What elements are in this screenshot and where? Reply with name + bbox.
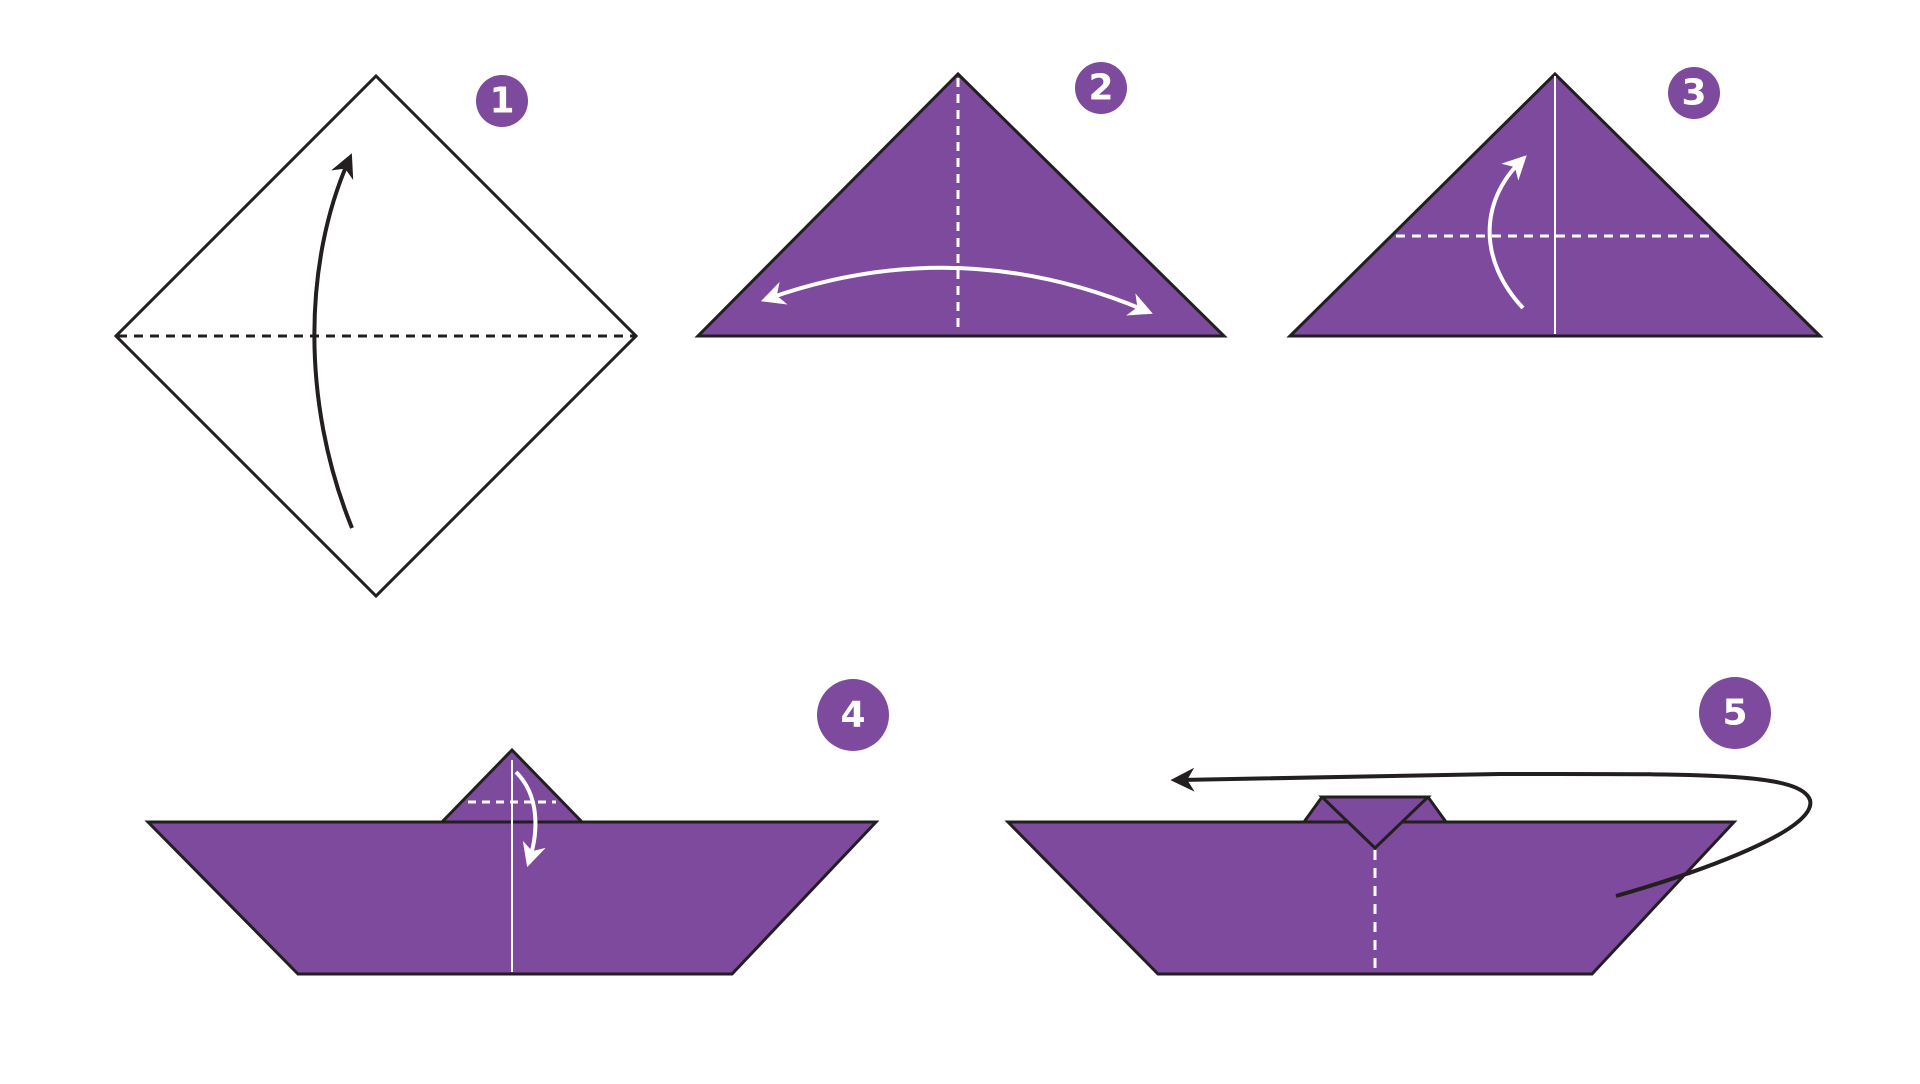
step-2: 2 bbox=[694, 62, 1228, 338]
step-3: 3 bbox=[1286, 67, 1824, 338]
step-1-badge: 1 bbox=[476, 75, 528, 127]
step-3-number: 3 bbox=[1681, 73, 1706, 114]
step-5-badge: 5 bbox=[1699, 677, 1771, 749]
step-2-paper-triangle bbox=[694, 71, 1228, 338]
step-1-number: 1 bbox=[489, 81, 514, 122]
step-5-boat-hull bbox=[1004, 820, 1738, 976]
step-5-turn-over-arrow bbox=[1170, 767, 1813, 898]
step-2-badge: 2 bbox=[1075, 62, 1127, 114]
step-1-fold-up-arrow bbox=[312, 153, 354, 529]
step-2-crease-arrow bbox=[760, 265, 1153, 316]
step-3-fold-up-arrow bbox=[1487, 155, 1527, 310]
step-4-badge: 4 bbox=[817, 679, 889, 751]
step-5-number: 5 bbox=[1722, 693, 1747, 734]
step-2-number: 2 bbox=[1088, 68, 1113, 109]
step-4-fold-down-arrow bbox=[514, 770, 546, 868]
step-4-number: 4 bbox=[840, 695, 865, 736]
step-5-folded-tip bbox=[1318, 795, 1432, 851]
step-3-badge: 3 bbox=[1668, 67, 1720, 119]
step-4: 4 bbox=[144, 679, 889, 976]
step-5: 5 bbox=[1004, 677, 1813, 976]
step-1: 1 bbox=[113, 73, 639, 599]
